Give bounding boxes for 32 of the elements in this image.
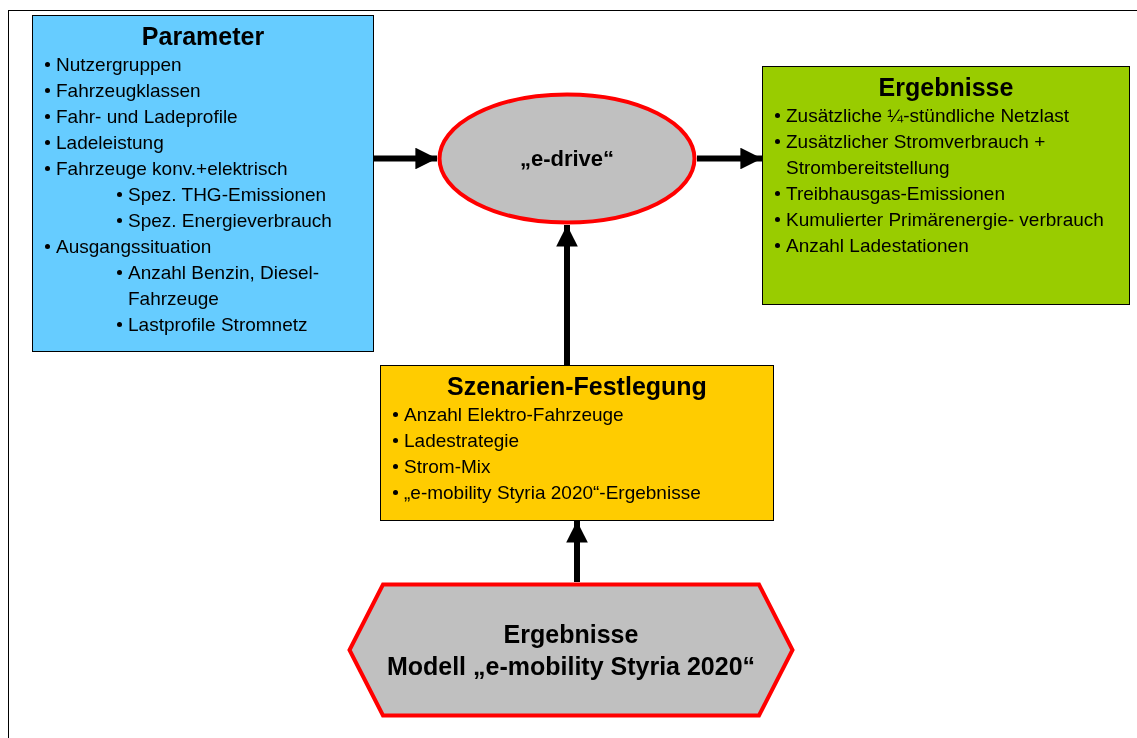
bullet-text: Fahrzeuge konv.+elektrisch [56, 157, 288, 181]
bullet-text: Anzahl Benzin, Diesel- Fahrzeuge [128, 261, 321, 311]
bullet-text: Strom-Mix [404, 455, 491, 479]
parameter-box [32, 15, 374, 352]
bullet-text: Anzahl Elektro-Fahrzeuge [404, 403, 624, 427]
bullet-text: Lastprofile Stromnetz [128, 313, 308, 337]
bullet-text: Ladeleistung [56, 131, 164, 155]
bullet-text: Ausgangssituation [56, 235, 212, 259]
bullet-text: Zusätzlicher Stromverbrauch + Strombereitstellung [786, 130, 1047, 180]
arrow [566, 521, 588, 582]
bullet-text: Fahrzeugklassen [56, 79, 201, 103]
box-heading: Szenarien-Festlegung [447, 371, 707, 402]
bullet-text: Spez. Energieverbrauch [128, 209, 332, 233]
arrow [697, 147, 762, 170]
bullet-text: Spez. THG-Emissionen [128, 183, 327, 207]
shape-label: „e-drive“ [519, 144, 615, 173]
arrow [556, 225, 578, 365]
box-heading: Ergebnisse [878, 72, 1014, 103]
bullet-text: Zusätzliche ¼-stündliche Netzlast [786, 104, 1069, 128]
bullet-text: Ladestrategie [404, 429, 520, 453]
bullet-text: Kumulierter Primärenergie- verbrauch [786, 208, 1104, 232]
shape-label: Modell „e-mobility Styria 2020“ [386, 651, 756, 682]
arrow [374, 147, 437, 170]
bullet-text: Fahr- und Ladeprofile [56, 105, 238, 129]
bullet-text: Nutzergruppen [56, 53, 182, 77]
bullet-text: Treibhausgas-Emissionen [786, 182, 1005, 206]
box-heading: Parameter [141, 21, 265, 52]
shape-label: Ergebnisse [503, 619, 639, 650]
results-box [762, 66, 1130, 305]
bullet-text: „e-mobility Styria 2020“-Ergebnisse [404, 481, 701, 505]
scenario-box [380, 365, 774, 521]
bullet-text: Anzahl Ladestationen [786, 234, 969, 258]
